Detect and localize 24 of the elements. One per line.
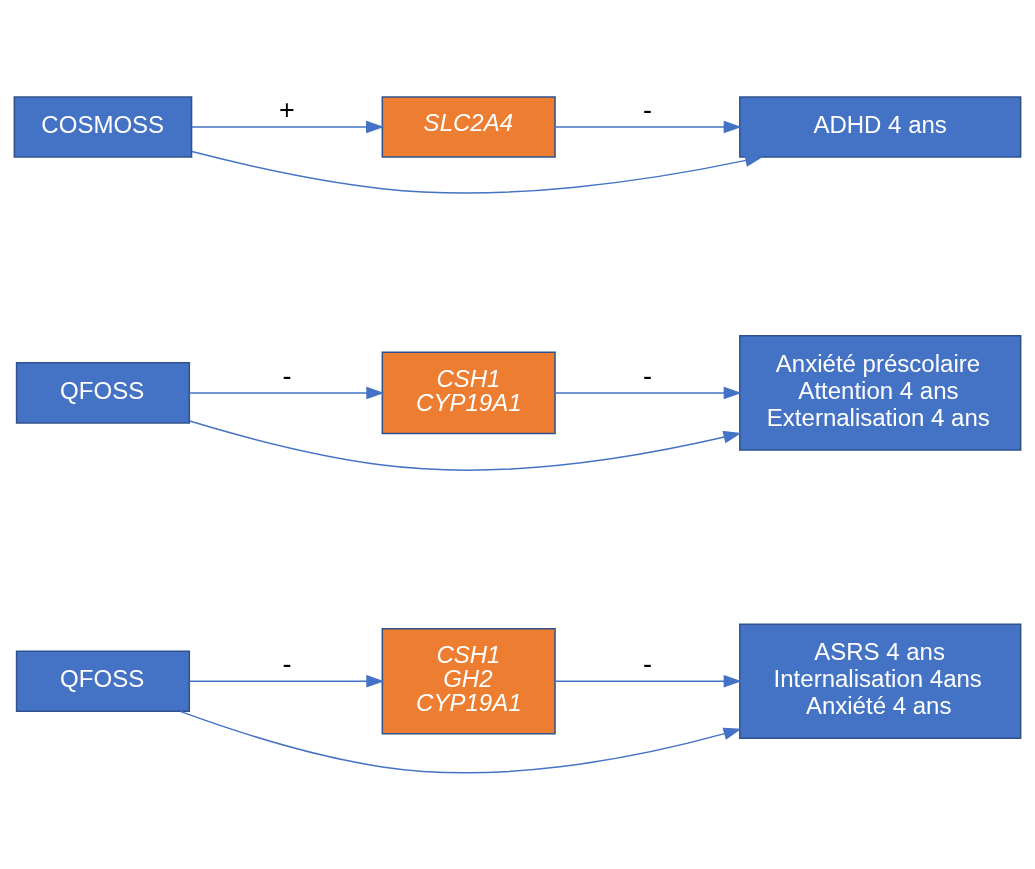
arrow [554, 120, 742, 133]
arrow [188, 386, 385, 399]
arrow [191, 120, 385, 133]
edge-label: - [642, 94, 652, 125]
edge-label: - [642, 648, 652, 679]
node-box: CSH1 CYP19A1 [381, 351, 556, 434]
edge-label: - [642, 359, 652, 390]
node-box: Anxiété préscolaire Attention 4 ans Externalisation 4 ans [739, 334, 1022, 451]
arrow [188, 674, 385, 688]
node-box: COSMOSS [13, 95, 193, 158]
node-box: QFOSS [15, 650, 191, 712]
node-box: ASRS 4 ans Internalisation 4ans Anxiété 4 ans [739, 622, 1022, 739]
node-box: CSH1 GH2 CYP19A1 [381, 627, 556, 735]
arrow [188, 419, 742, 471]
arrow [179, 710, 742, 774]
edge-label: + [279, 94, 295, 125]
node-box: QFOSS [15, 361, 191, 424]
arrow [191, 150, 764, 194]
edge-label: - [282, 648, 292, 679]
arrow [554, 674, 742, 688]
node-box: ADHD 4 ans [739, 95, 1022, 158]
node-box: SLC2A4 [381, 95, 556, 158]
edge-label: - [282, 359, 292, 390]
arrow [554, 386, 742, 399]
